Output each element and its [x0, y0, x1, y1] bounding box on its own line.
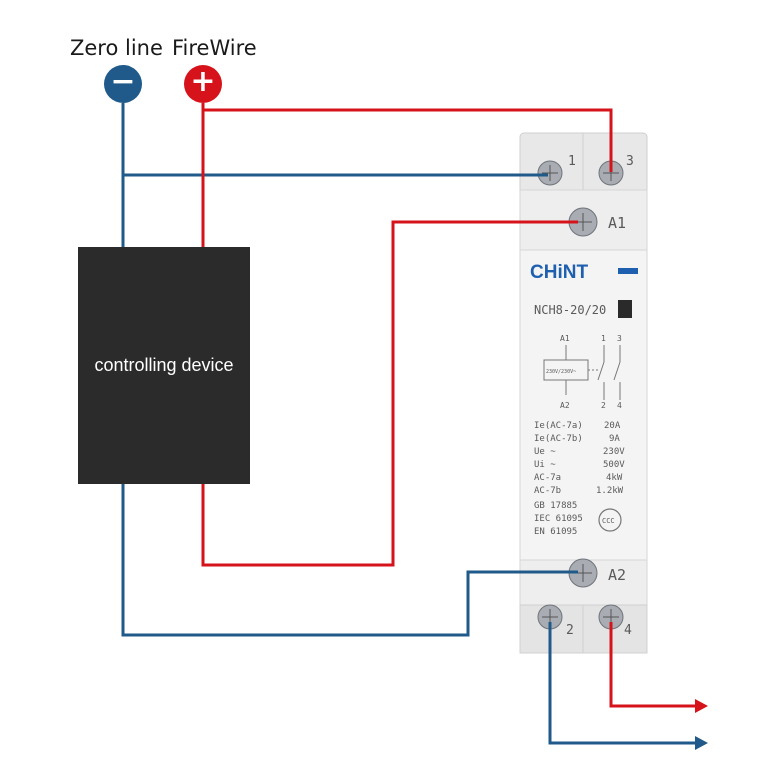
schematic-contact-1: 1 — [601, 334, 606, 343]
schematic-contact-3: 3 — [617, 334, 622, 343]
spec-label: Ie(AC-7a) — [534, 421, 583, 431]
neutral-device-to-a2 — [121, 484, 578, 637]
firewire-label: FireWire — [172, 36, 257, 60]
standard-item: IEC 61095 — [534, 514, 583, 524]
screw-terminal-1 — [537, 160, 563, 186]
spec-value: 4kW — [606, 473, 623, 483]
plus-icon: + — [184, 65, 222, 103]
status-window — [618, 300, 632, 318]
live-supply-to-terminal-3 — [203, 108, 613, 172]
spec-value: 230V — [603, 447, 625, 457]
controlling-device: controlling device — [78, 247, 250, 484]
neutral-output-from-terminal-2 — [548, 622, 695, 745]
contactor-schematic — [543, 345, 621, 400]
spec-label: Ui ~ — [534, 460, 556, 470]
standard-item: GB 17885 — [534, 501, 577, 511]
brand-bar — [618, 268, 638, 274]
terminal-screws — [537, 160, 624, 630]
spec-label: Ue ~ — [534, 447, 556, 457]
terminal-label-2: 2 — [566, 623, 574, 638]
live-output-arrow — [695, 699, 708, 713]
brand-logo: CHiNT — [530, 262, 588, 283]
spec-table: Ie(AC-7a) 20A Ie(AC-7b) 9A Ue ~ 230V Ui … — [534, 421, 625, 537]
spec-value: 1.2kW — [596, 486, 624, 496]
schematic-coil-rating: 230V/230V~ — [546, 369, 576, 375]
spec-label: AC-7b — [534, 486, 561, 496]
spec-label: AC-7a — [534, 473, 561, 483]
svg-text:CCC: CCC — [602, 517, 615, 525]
spec-value: 500V — [603, 460, 625, 470]
terminal-label-3: 3 — [626, 154, 634, 169]
schematic-contact-4: 4 — [617, 401, 622, 410]
terminal-label-1: 1 — [568, 154, 576, 169]
contactor-body — [519, 132, 648, 654]
live-output-from-terminal-4 — [609, 622, 695, 708]
neutral-output-arrow — [695, 736, 708, 750]
live-device-to-a1 — [201, 220, 578, 567]
standard-item: EN 61095 — [534, 527, 577, 537]
spec-value: 20A — [604, 421, 621, 431]
ccc-cert-icon: CCC — [598, 508, 622, 532]
controlling-device-label: controlling device — [94, 355, 234, 375]
spec-label: Ie(AC-7b) — [534, 434, 583, 444]
neutral-wires — [121, 103, 695, 745]
terminal-label-a2: A2 — [608, 566, 626, 584]
model-number: NCH8-20/20 — [534, 303, 606, 317]
terminal-label-a1: A1 — [608, 214, 626, 232]
schematic-coil-top: A1 — [560, 334, 570, 343]
schematic-coil-bottom: A2 — [560, 401, 570, 410]
zero-line-label: Zero line — [70, 36, 163, 60]
live-wires — [201, 103, 695, 708]
minus-icon: − — [104, 65, 142, 103]
schematic-contact-2: 2 — [601, 401, 606, 410]
terminal-label-4: 4 — [624, 623, 632, 638]
spec-value: 9A — [609, 434, 620, 444]
